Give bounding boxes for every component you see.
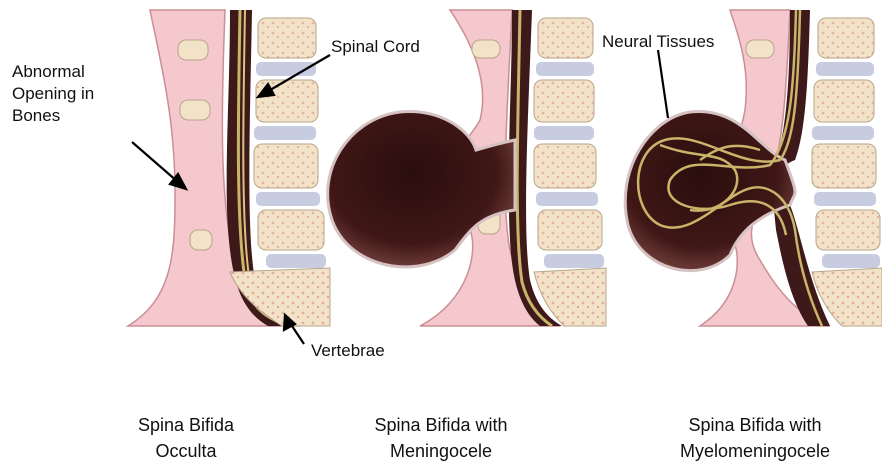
caption-occulta: Spina Bifida Occulta (86, 412, 286, 464)
panel-occulta (128, 10, 330, 326)
caption-meningocele-line-2: Meningocele (341, 438, 541, 464)
caption-myelomeningocele: Spina Bifida with Myelomeningocele (655, 412, 855, 464)
panel-myelomeningocele (625, 10, 882, 326)
label-abnormal-line-2: Opening in (12, 83, 94, 105)
label-abnormal-line-3: Bones (12, 105, 94, 127)
arrow-abnormal-opening (132, 142, 178, 182)
vertebrae-column (534, 18, 606, 326)
arrow-neural-tissues (658, 50, 668, 118)
caption-myelomeningocele-line-1: Spina Bifida with (655, 412, 855, 438)
caption-occulta-line-1: Spina Bifida (86, 412, 286, 438)
caption-meningocele-line-1: Spina Bifida with (341, 412, 541, 438)
caption-occulta-line-2: Occulta (86, 438, 286, 464)
caption-meningocele: Spina Bifida with Meningocele (341, 412, 541, 464)
label-abnormal-line-1: Abnormal (12, 61, 94, 83)
label-neural-tissues: Neural Tissues (602, 31, 714, 53)
vertebrae-column (812, 18, 882, 326)
label-abnormal-opening: Abnormal Opening in Bones (12, 61, 94, 127)
caption-myelomeningocele-line-2: Myelomeningocele (655, 438, 855, 464)
label-spinal-cord: Spinal Cord (331, 36, 420, 58)
label-vertebrae: Vertebrae (311, 340, 385, 362)
